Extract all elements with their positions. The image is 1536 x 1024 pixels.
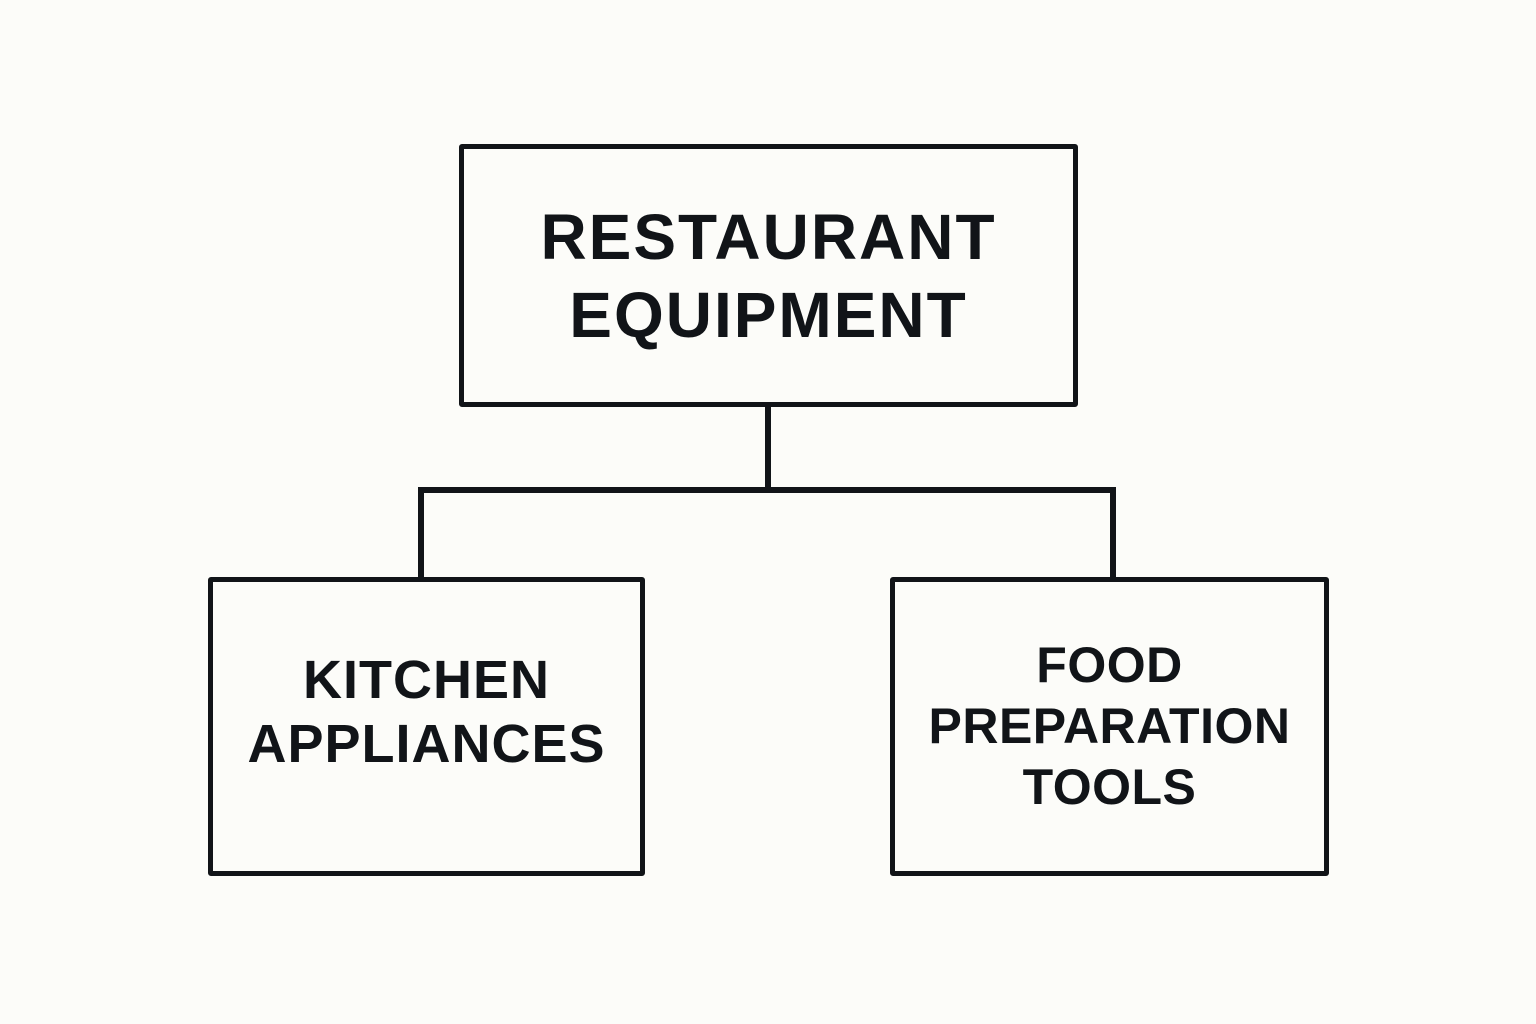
node-restaurant-equipment: RESTAURANT EQUIPMENT — [459, 144, 1078, 407]
node-label-line: RESTAURANT — [540, 200, 997, 273]
node-label-line: KITCHEN — [302, 649, 550, 710]
node-kitchen-appliances: KITCHEN APPLIANCES — [208, 577, 645, 876]
node-label-line: PREPARATION — [928, 698, 1291, 754]
node-food-preparation-tools: FOOD PREPARATION TOOLS — [890, 577, 1329, 876]
node-label: KITCHEN APPLIANCES — [247, 648, 605, 776]
node-label-line: FOOD — [1036, 637, 1183, 693]
node-label: RESTAURANT EQUIPMENT — [540, 198, 996, 354]
node-label-line: TOOLS — [1022, 759, 1197, 815]
node-label: FOOD PREPARATION TOOLS — [929, 635, 1291, 818]
node-label-line: EQUIPMENT — [569, 278, 968, 351]
node-label-line: APPLIANCES — [247, 713, 606, 774]
